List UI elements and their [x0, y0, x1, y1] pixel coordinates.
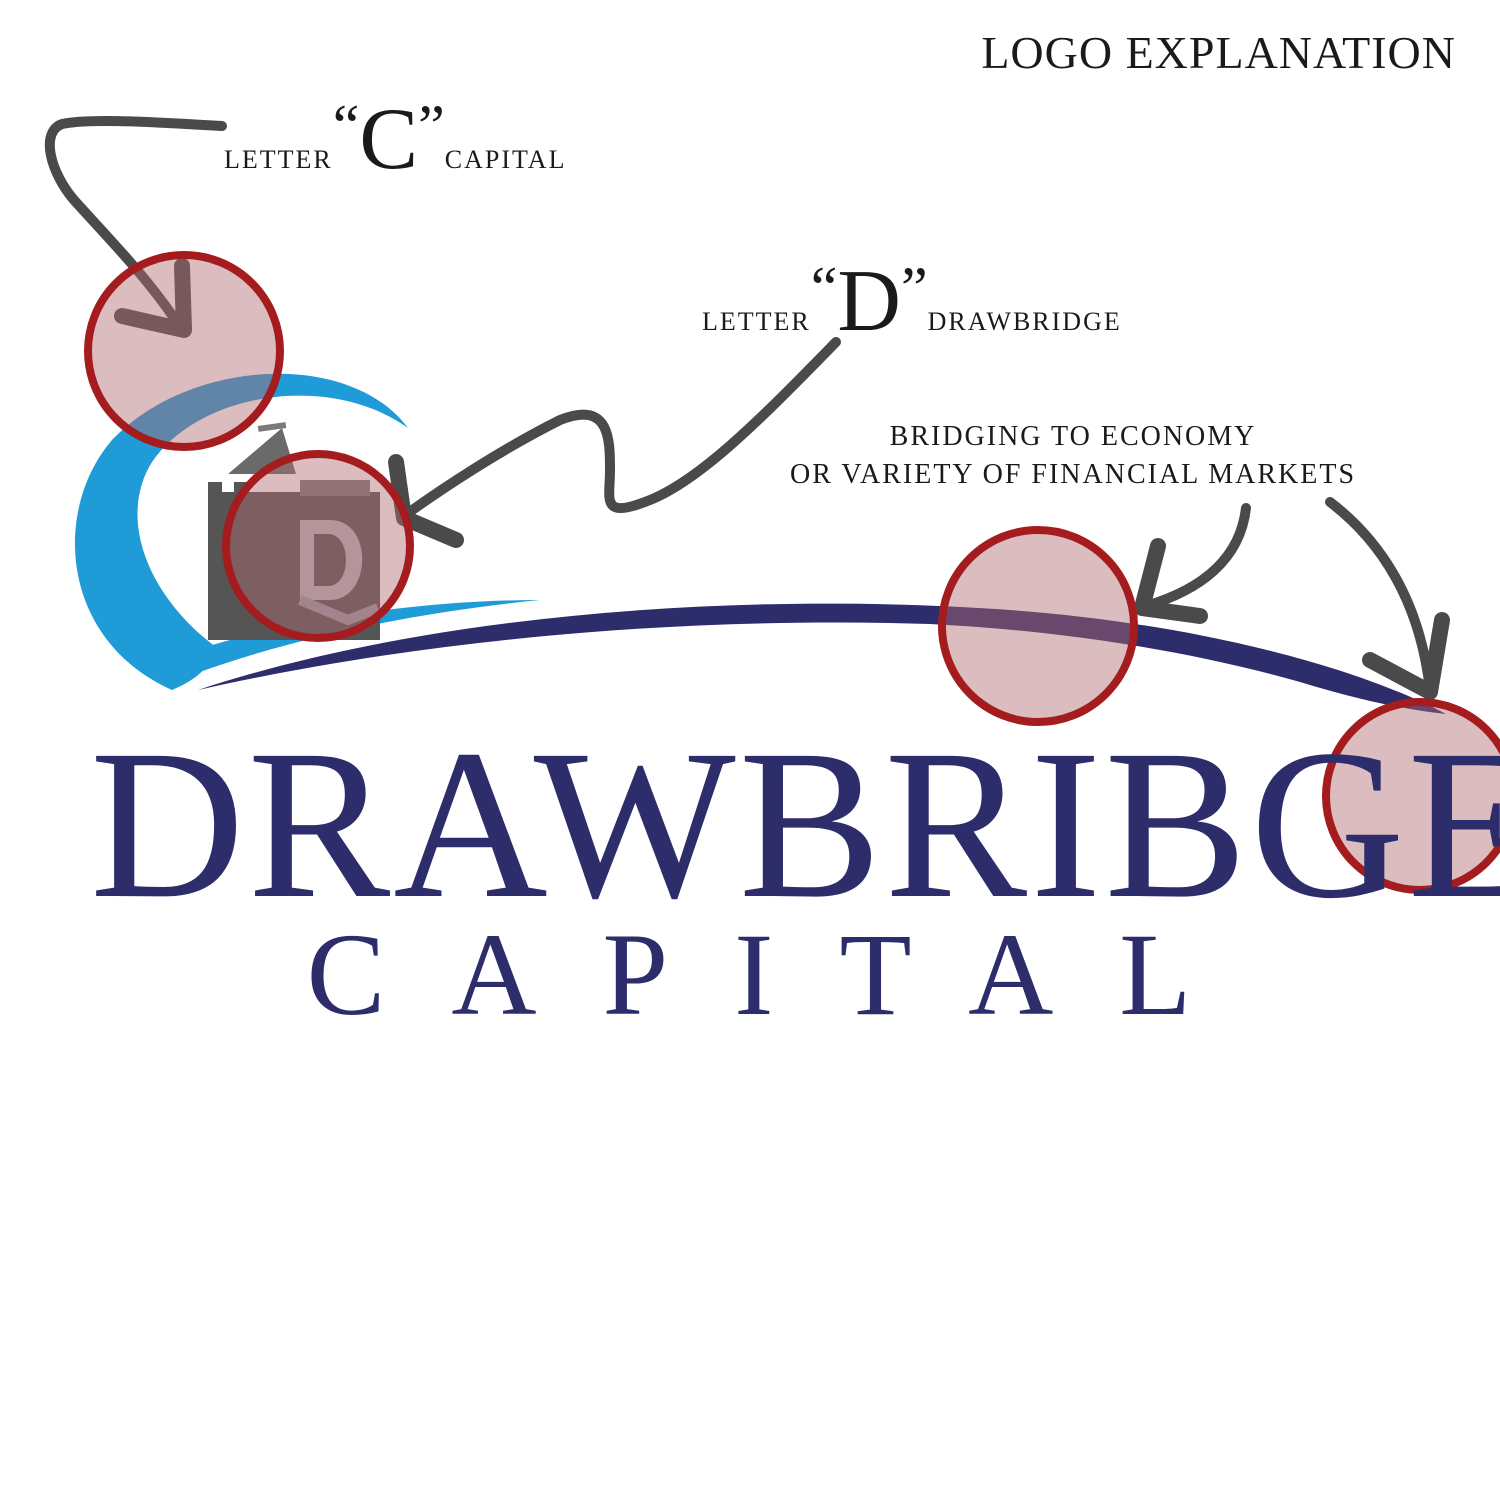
highlight-circle-icon — [938, 526, 1138, 726]
curved-arrow-icon — [1325, 497, 1435, 695]
letter-c-annotation: LETTER“C”CAPITAL — [224, 96, 566, 184]
open-quote: “ — [332, 93, 360, 159]
letter-c-crescent-icon — [74, 373, 409, 690]
letter-d-annotation: LETTER“D”DRAWBRIDGE — [702, 258, 1122, 346]
highlight-circle-icon — [222, 450, 414, 642]
curved-arrow-icon — [399, 337, 841, 521]
logo-subtitle: CAPITAL — [306, 909, 1258, 1040]
open-quote: “ — [810, 255, 838, 321]
arrow-head-icon — [1362, 612, 1450, 700]
annotation-meaning: DRAWBRIDGE — [927, 307, 1122, 336]
annotation-letter: C — [359, 91, 419, 188]
close-quote: ” — [900, 255, 928, 321]
bridge-annotation-line2: OR VARIETY OF FINANCIAL MARKETS — [790, 459, 1357, 490]
arrow-head-icon — [114, 258, 192, 338]
annotation-letter: D — [837, 253, 901, 350]
curved-arrow-icon — [1141, 503, 1251, 611]
logo-wordmark: DRAWBRIBGE — [90, 706, 1500, 943]
monogram-d-icon — [298, 520, 380, 626]
highlight-circle-icon — [84, 251, 284, 451]
annotation-prefix: LETTER — [224, 145, 333, 174]
close-quote: ” — [418, 93, 445, 159]
annotation-meaning: CAPITAL — [444, 145, 567, 174]
arrow-head-icon — [1134, 538, 1208, 624]
bridge-annotation: BRIDGING TO ECONOMY OR VARIETY OF FINANC… — [790, 418, 1356, 494]
highlight-circle-icon — [1322, 698, 1500, 894]
bridge-annotation-line1: BRIDGING TO ECONOMY — [889, 421, 1257, 452]
page-title: LOGO EXPLANATION — [981, 27, 1456, 78]
annotation-prefix: LETTER — [702, 307, 811, 336]
